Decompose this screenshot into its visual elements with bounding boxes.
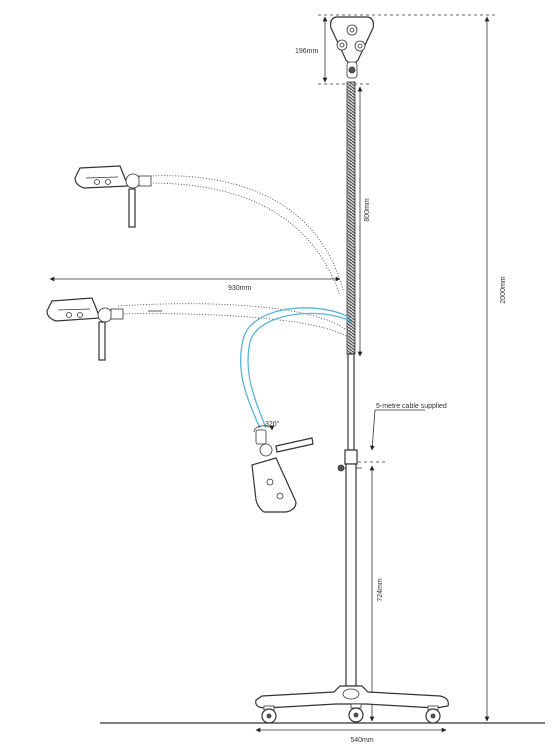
socket-collar [337,449,385,472]
cable [239,307,353,429]
rotation-indicator: 320° [253,420,280,433]
socket-height-label: 724mm [377,578,384,602]
gooseneck-length-label: 800mm [364,198,371,222]
lamp-head-tilted [251,429,314,513]
total-height-label: 2000mm [500,276,507,303]
cable-note: 5-metre cable supplied [369,403,447,451]
caster-left [261,705,277,724]
caster-right [425,705,441,724]
upper-pole [347,353,355,451]
reach-label: 930mm [228,285,252,292]
lamp-head-top [329,16,375,79]
caster-center [348,703,364,723]
base-width-label: 540mm [350,737,374,744]
cable-note-label: 5-metre cable supplied [376,403,447,410]
gooseneck [346,81,356,355]
base-width-dimension: 540mm [255,727,447,744]
lower-pole [345,463,357,687]
gooseneck-dimension: 800mm [357,86,371,357]
rotation-label: 320° [265,420,280,428]
head-height-dimension: 196mm [295,16,372,85]
reach-dimension: 930mm [49,276,341,292]
lamp-head-upper-left [74,165,152,228]
lamp-head-mid-left [46,297,162,361]
socket-height-dimension: 724mm [369,465,384,722]
base [255,685,449,724]
swing-paths [117,175,347,337]
total-height-dimension: 2000mm [318,14,507,722]
head-height-label: 196mm [295,48,319,55]
